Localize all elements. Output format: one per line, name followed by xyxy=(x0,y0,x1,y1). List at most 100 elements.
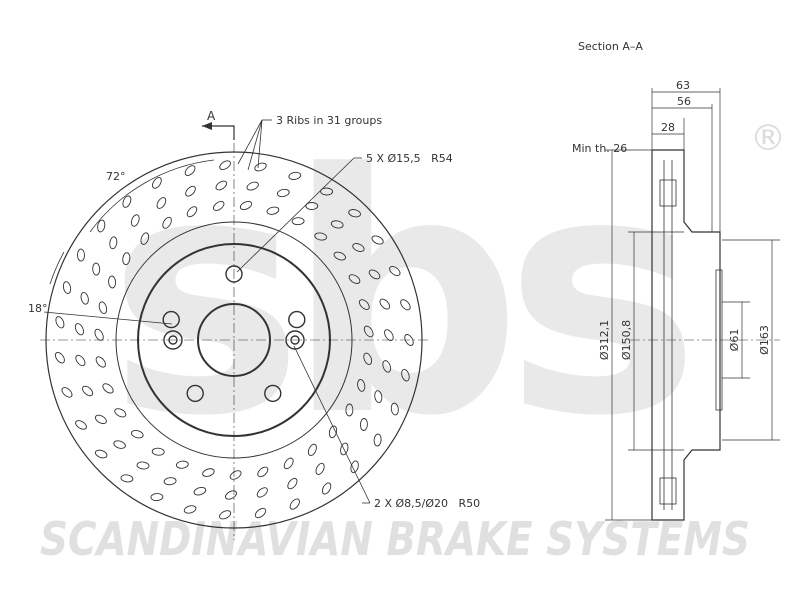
bolt-hole xyxy=(162,310,180,329)
drill-hole xyxy=(404,334,414,346)
drill-hole xyxy=(97,219,106,233)
drill-hole xyxy=(151,447,165,456)
ribs-note-leaders xyxy=(237,119,272,171)
drill-hole xyxy=(152,177,162,189)
drill-hole xyxy=(288,171,302,180)
drill-hole xyxy=(186,206,198,218)
watermark-logo: sbs xyxy=(107,104,689,488)
drill-hole xyxy=(184,165,196,176)
drill-hole xyxy=(62,281,72,294)
front-view xyxy=(40,119,430,540)
drill-hole xyxy=(254,507,267,519)
dim-hat-height: 56 xyxy=(677,95,691,108)
drill-hole xyxy=(120,474,134,483)
drill-hole xyxy=(358,299,370,310)
drill-hole xyxy=(314,232,328,241)
drill-hole xyxy=(130,214,140,227)
drill-hole xyxy=(94,328,104,341)
drill-hole xyxy=(82,385,94,397)
drill-hole xyxy=(212,200,225,211)
drill-hole xyxy=(348,274,361,284)
drill-hole xyxy=(359,418,368,431)
section-view-labels: Section A–A Min th. 26 63 56 28 Ø312,1 Ø… xyxy=(572,40,771,360)
drill-hole xyxy=(340,442,349,456)
drill-hole xyxy=(54,351,65,364)
small-holes-note: 2 X Ø8,5/Ø20 R50 xyxy=(374,497,480,510)
drill-hole xyxy=(80,291,89,305)
section-top-dimensions xyxy=(651,88,721,232)
drill-hole xyxy=(113,440,126,449)
drill-hole xyxy=(368,269,381,280)
drill-hole xyxy=(219,510,232,520)
drill-hole xyxy=(379,298,391,310)
drilled-holes xyxy=(54,160,414,520)
drill-hole xyxy=(328,425,338,439)
drill-hole xyxy=(122,252,131,266)
drill-hole xyxy=(330,220,344,229)
vent-slot-top xyxy=(659,179,677,207)
drill-hole xyxy=(254,162,267,172)
drill-hole xyxy=(193,486,207,496)
drill-hole xyxy=(95,356,106,368)
drill-hole xyxy=(390,402,399,416)
drill-hole xyxy=(108,275,117,289)
section-marker-label: A xyxy=(207,109,216,123)
section-title: Section A–A xyxy=(578,40,643,53)
angle-hole-spacing: 18° xyxy=(28,302,48,315)
drill-hole xyxy=(382,360,392,373)
dim-mount-diameter: Ø163 xyxy=(758,325,771,355)
drill-hole xyxy=(102,383,114,394)
drill-hole xyxy=(130,430,144,439)
drill-hole xyxy=(321,482,332,495)
drill-hole xyxy=(98,301,108,314)
angle-18-arc xyxy=(49,251,65,285)
drill-hole xyxy=(333,251,346,261)
angle-18-leader xyxy=(43,311,173,325)
drill-hole xyxy=(256,487,268,498)
drill-hole xyxy=(94,449,108,459)
drill-hole xyxy=(257,466,269,478)
drill-hole xyxy=(185,185,196,197)
watermark-company-name: SCANDINAVIAN BRAKE SYSTEMS xyxy=(40,512,750,566)
drill-hole xyxy=(401,368,410,382)
drill-hole xyxy=(92,262,101,276)
min-thickness: Min th. 26 xyxy=(572,142,627,155)
drill-hole xyxy=(55,316,65,329)
section-diameter-dimensions xyxy=(605,149,780,521)
angle-rib-spacing: 72° xyxy=(106,170,126,183)
drill-hole xyxy=(150,493,164,502)
drill-hole xyxy=(363,352,373,365)
drill-hole xyxy=(225,490,237,500)
drill-hole xyxy=(384,329,394,341)
drill-hole xyxy=(348,209,361,218)
dim-thickness: 28 xyxy=(661,121,675,134)
drill-hole xyxy=(246,181,259,191)
bolt-hole-leader xyxy=(236,157,355,273)
bolt-hole xyxy=(288,310,306,329)
dim-hat-diameter: Ø150,8 xyxy=(620,320,633,360)
drill-hole xyxy=(287,477,298,490)
drill-hole xyxy=(373,433,382,447)
registered-mark: ® xyxy=(750,118,786,159)
drill-hole xyxy=(136,461,150,470)
bolt-hole xyxy=(264,384,282,403)
bolt-holes-note: 5 X Ø15,5 R54 xyxy=(366,152,453,165)
drill-hole xyxy=(276,188,290,198)
section-marker-arrow xyxy=(202,122,235,140)
vent-slot-bottom xyxy=(659,477,677,505)
drill-hole xyxy=(350,460,359,474)
drill-hole xyxy=(389,265,401,277)
drill-hole xyxy=(400,299,411,311)
drill-hole xyxy=(352,243,365,252)
small-hole-leader xyxy=(293,345,371,504)
drill-hole xyxy=(363,325,374,338)
section-profile-top xyxy=(651,149,721,521)
drill-hole xyxy=(315,462,325,475)
drill-hole xyxy=(94,414,107,425)
drill-hole xyxy=(357,379,366,392)
bolt-hole xyxy=(186,384,204,403)
drill-hole xyxy=(320,187,334,196)
drill-hole xyxy=(75,354,86,367)
